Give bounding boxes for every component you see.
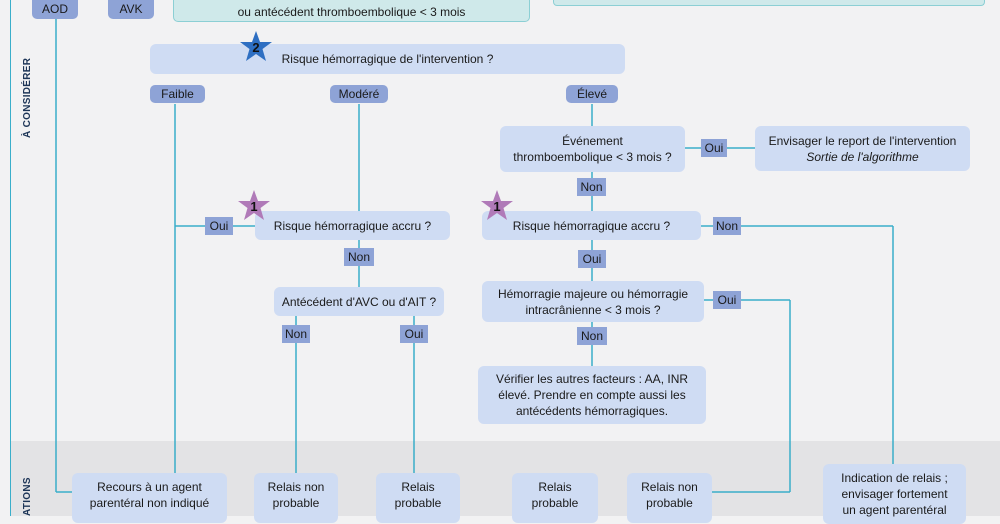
answer-oui-thrombo: Oui	[701, 139, 727, 157]
outcome-rnp-right-line2: probable	[646, 496, 693, 510]
answer-oui-faible: Oui	[205, 217, 233, 235]
outcome-rp-left-line1: Relais	[401, 480, 435, 494]
outcome-rp-right-line2: probable	[531, 496, 579, 510]
postpone-line1: Envisager le report de l'intervention	[768, 133, 957, 148]
blue-star-icon	[240, 31, 272, 61]
outcome-indication-line2: envisager fortement	[841, 487, 948, 501]
thrombo-event-question: Événement thromboembolique < 3 mois ?	[500, 126, 685, 172]
outcome-relais-indication: Indication de relais ; envisager forteme…	[823, 464, 966, 524]
major-hemorrhage-question: Hémorragie majeure ou hémorragie intracr…	[482, 281, 704, 322]
bleeding-risk-question-right: Risque hémorragique accru ?	[482, 211, 701, 240]
purple-star-icon	[238, 190, 270, 220]
outcome-rnp-right-line1: Relais non	[641, 480, 698, 494]
outcome-indication-line3: un agent parentéral	[842, 503, 947, 517]
outcome-parenteral-line1: Recours à un agent	[97, 480, 202, 494]
thrombo-event-line2: thromboembolique < 3 mois ?	[513, 150, 672, 164]
verify-line2: élevé. Prendre en compte aussi les	[498, 388, 686, 402]
major-hemorrhage-line1: Hémorragie majeure ou hémorragie	[497, 286, 689, 301]
answer-oui-right: Oui	[578, 250, 606, 268]
outcome-rp-left-line2: probable	[394, 496, 442, 510]
stroke-history-text: Antécédent d'AVC ou d'AIT ?	[281, 294, 437, 309]
outcome-relais-non-probable-left: Relais non probable	[254, 473, 338, 523]
outcome-relais-probable-right: Relais probable	[512, 473, 598, 523]
thrombo-risk-box-partial: ou antécédent thromboembolique < 3 mois	[173, 0, 530, 22]
answer-oui-hemo: Oui	[713, 291, 741, 309]
verify-line1: Vérifier les autres facteurs : AA, INR	[495, 372, 689, 386]
answer-non-avc: Non	[282, 325, 310, 343]
star-badge-1-right-label: 1	[493, 199, 501, 214]
outcome-rp-right-line1: Relais	[538, 480, 572, 494]
intervention-risk-text: Risque hémorragique de l'intervention ?	[281, 52, 494, 66]
level-faible: Faible	[150, 85, 205, 103]
top-right-box-partial	[553, 0, 985, 6]
bleeding-risk-question-left: Risque hémorragique accru ?	[255, 211, 450, 240]
answer-non-thrombo: Non	[577, 178, 606, 196]
bleeding-risk-left-text: Risque hémorragique accru ?	[273, 218, 432, 233]
star-badge-1-left-label: 1	[250, 199, 258, 214]
intervention-risk-question: Risque hémorragique de l'intervention ?	[150, 44, 625, 74]
thrombo-risk-text: ou antécédent thromboembolique < 3 mois	[237, 5, 466, 19]
postpone-line2: Sortie de l'algorithme	[806, 149, 919, 164]
star-badge-1-left: 1	[237, 189, 271, 221]
star-badge-1-right: 1	[480, 189, 514, 221]
purple-star-icon	[481, 190, 513, 220]
outcome-rnp-left-line2: probable	[272, 496, 320, 510]
outcome-parenteral-line2: parentéral non indiqué	[89, 496, 210, 510]
answer-non-hemo: Non	[577, 327, 607, 345]
major-hemorrhage-line2: intracrânienne < 3 mois ?	[525, 302, 661, 317]
answer-non-right: Non	[713, 217, 741, 235]
level-modere: Modéré	[330, 85, 388, 103]
thrombo-event-line1: Événement	[562, 134, 623, 148]
star-badge-2-label: 2	[252, 40, 260, 55]
outcome-parenteral-not-indicated: Recours à un agent parentéral non indiqu…	[72, 473, 227, 523]
outcome-indication-line1: Indication de relais ;	[841, 471, 948, 485]
verify-factors-box: Vérifier les autres facteurs : AA, INR é…	[478, 366, 706, 424]
left-column	[0, 0, 11, 516]
verify-line3: antécédents hémorragiques.	[515, 404, 669, 418]
aod-tag: AOD	[32, 0, 78, 19]
star-badge-2: 2	[239, 30, 273, 62]
outcome-relais-non-probable-right: Relais non probable	[627, 473, 712, 523]
level-eleve: Élevé	[566, 85, 618, 103]
bleeding-risk-right-text: Risque hémorragique accru ?	[512, 218, 671, 233]
avk-tag: AVK	[108, 0, 154, 19]
answer-oui-avc: Oui	[400, 325, 428, 343]
stroke-history-question: Antécédent d'AVC ou d'AIT ?	[274, 287, 444, 316]
postpone-intervention-box: Envisager le report de l'intervention So…	[755, 126, 970, 171]
answer-non-left: Non	[344, 248, 374, 266]
outcome-relais-probable-left: Relais probable	[376, 473, 460, 523]
outcome-rnp-left-line1: Relais non	[267, 480, 325, 494]
